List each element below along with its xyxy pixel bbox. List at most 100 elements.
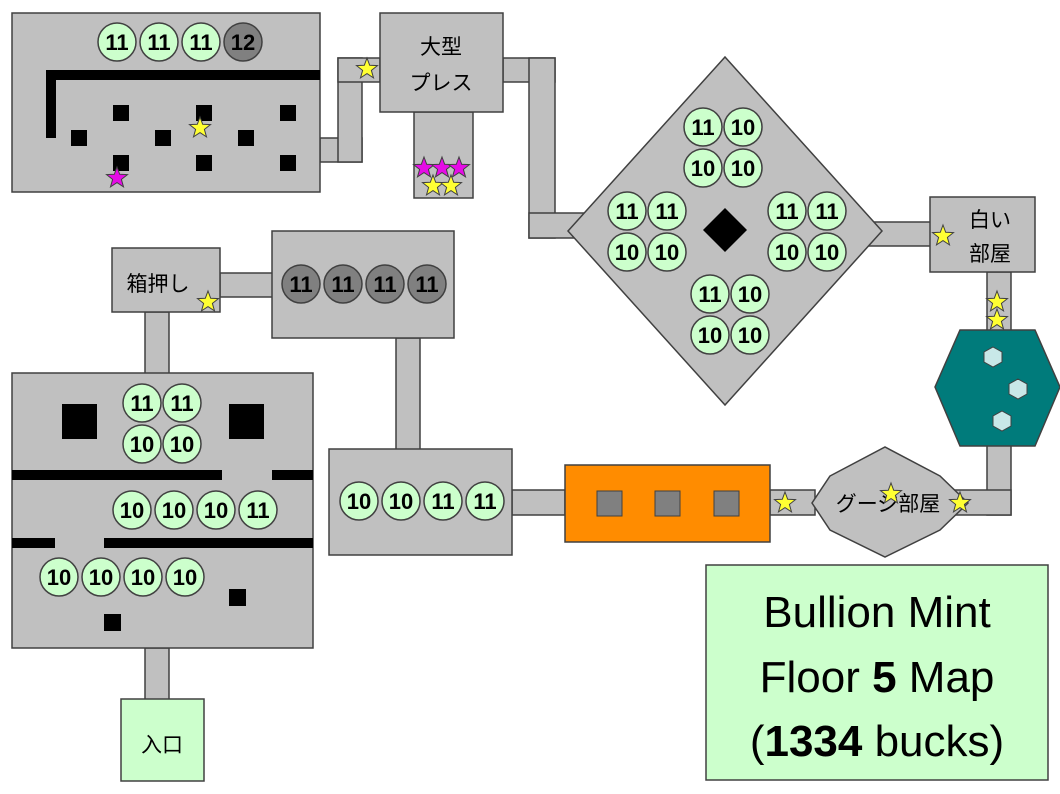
- corridor: [219, 272, 275, 298]
- coin: [323, 264, 363, 304]
- coin-value: 10: [698, 323, 722, 348]
- yellow-star-icon: [985, 289, 1009, 313]
- coin-value: 12: [231, 30, 255, 55]
- room-entrance: 入口: [120, 698, 205, 782]
- coin-value: 11: [331, 272, 354, 297]
- coin: [196, 490, 236, 530]
- coin: [807, 232, 847, 272]
- yellow-star-icon: [985, 307, 1009, 331]
- yellow-star-icon: [196, 289, 220, 313]
- coin-value: 10: [130, 432, 154, 457]
- yellow-star-icon: [355, 56, 379, 80]
- coin-value: 11: [246, 498, 269, 523]
- coin: [647, 191, 687, 231]
- coin: [181, 22, 221, 62]
- coin-value: 10: [131, 565, 155, 590]
- yellow-star-icon: [948, 490, 972, 514]
- coin: [281, 264, 321, 304]
- hex-tile: [992, 410, 1012, 432]
- coin: [339, 481, 379, 521]
- title-line-2: Floor 5 Map: [760, 653, 995, 702]
- coin-value: 11: [615, 199, 638, 224]
- coin-value: 11: [105, 30, 128, 55]
- corridor: [395, 337, 421, 451]
- coin: [122, 383, 162, 423]
- room-diamond: [566, 55, 884, 407]
- white-room-label-1: 白い: [969, 208, 1011, 232]
- coin: [465, 481, 505, 521]
- coin: [97, 22, 137, 62]
- coin-value: 10: [655, 240, 679, 265]
- coin: [112, 490, 152, 530]
- room-teal-hex: [934, 329, 1060, 447]
- coin: [767, 191, 807, 231]
- room-big-press: 大型 プレス: [379, 12, 504, 199]
- coin-value: 10: [204, 498, 228, 523]
- coin: [381, 481, 421, 521]
- coin-group-top-left: 11 11 11 12: [97, 22, 263, 62]
- coin-value: 11: [775, 199, 798, 224]
- room-box-push: 箱押し: [111, 247, 221, 313]
- big-press-label-1: 大型: [420, 35, 462, 59]
- coin-value: 11: [289, 272, 312, 297]
- coin-value: 11: [147, 30, 170, 55]
- magenta-star-icon: [447, 155, 471, 179]
- coin: [690, 274, 730, 314]
- coin-value: 11: [170, 391, 193, 416]
- coin-value: 11: [189, 30, 212, 55]
- coin-value: 10: [615, 240, 639, 265]
- coin: [139, 22, 179, 62]
- coin: [165, 557, 205, 597]
- coin-value: 10: [47, 565, 71, 590]
- coin: [730, 274, 770, 314]
- coin-value: 11: [655, 199, 678, 224]
- coin: [723, 107, 763, 147]
- coin: [154, 490, 194, 530]
- center-block: [703, 208, 747, 252]
- corridor: [511, 489, 566, 516]
- coin-value: 10: [162, 498, 186, 523]
- coin-value: 10: [170, 432, 194, 457]
- coin-value: 10: [120, 498, 144, 523]
- coin-value: 10: [731, 156, 755, 181]
- corridor: [528, 57, 556, 239]
- coin: [122, 424, 162, 464]
- coin: [39, 557, 79, 597]
- coin-value: 11: [373, 272, 396, 297]
- corridor: [144, 647, 170, 701]
- yellow-star-icon: [879, 481, 903, 505]
- coin-value: 10: [738, 282, 762, 307]
- coin: [223, 22, 263, 62]
- title-line-3: (1334 bucks): [750, 717, 1004, 766]
- coin: [607, 191, 647, 231]
- yellow-star-icon: [439, 173, 463, 197]
- coin-value: 11: [691, 115, 714, 140]
- entrance-label: 入口: [141, 733, 183, 757]
- coin: [162, 424, 202, 464]
- yellow-star-icon: [931, 223, 955, 247]
- coin-value: 10: [389, 489, 413, 514]
- pillars: [71, 105, 296, 171]
- coin-value: 11: [698, 282, 721, 307]
- corridor: [144, 311, 170, 375]
- coin: [607, 232, 647, 272]
- room-orange-press: [564, 464, 771, 543]
- room-gauge: グージ部屋: [811, 446, 970, 558]
- yellow-star-icon: [773, 490, 797, 514]
- coin: [730, 315, 770, 355]
- coin-value: 10: [691, 156, 715, 181]
- white-room-label-2: 部屋: [969, 242, 1011, 266]
- room-top-left: [11, 12, 321, 193]
- coin-value: 11: [815, 199, 838, 224]
- coin: [683, 107, 723, 147]
- coin: [723, 148, 763, 188]
- coin-value: 10: [347, 489, 371, 514]
- coin: [767, 232, 807, 272]
- star-layer: [105, 56, 1009, 514]
